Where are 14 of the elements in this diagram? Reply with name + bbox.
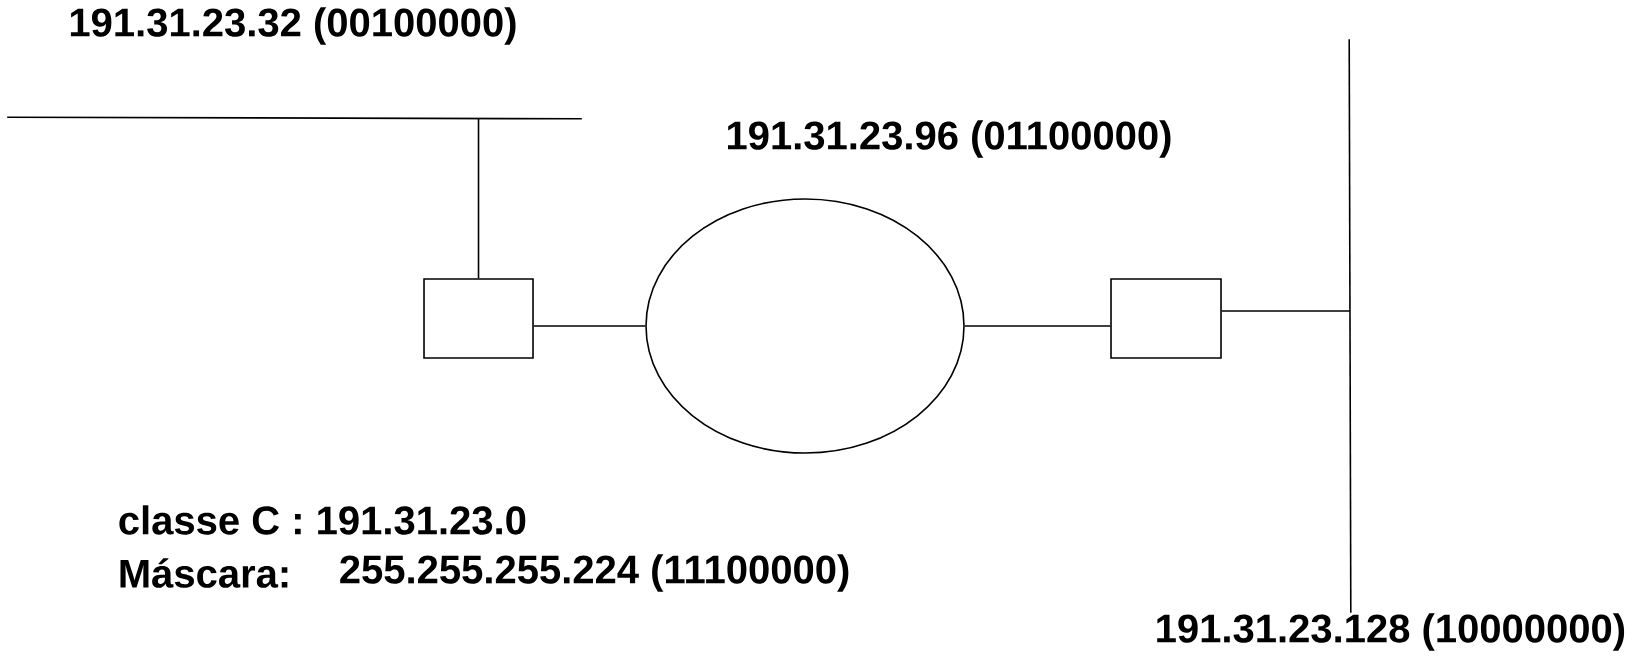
network-address: 191.31.23.128 (10000000) (1157, 613, 1625, 651)
note-text: classe C : 191.31.23.0 (119, 505, 526, 535)
router-box (1110, 278, 1222, 359)
network-ellipse (645, 198, 965, 454)
network-address: 191.31.23.32 (00100000) (70, 7, 516, 45)
network-address: 191.31.23.96 (01100000) (728, 120, 1171, 158)
note-text: 255.255.255.224 (11100000) (340, 554, 849, 592)
router-box (423, 278, 534, 359)
connection-line (964, 325, 1111, 327)
connection-line (533, 325, 646, 327)
note-text: Máscara: (120, 558, 288, 588)
connection-line (477, 117, 480, 279)
network-line (6, 116, 583, 120)
network-line (1348, 38, 1352, 614)
